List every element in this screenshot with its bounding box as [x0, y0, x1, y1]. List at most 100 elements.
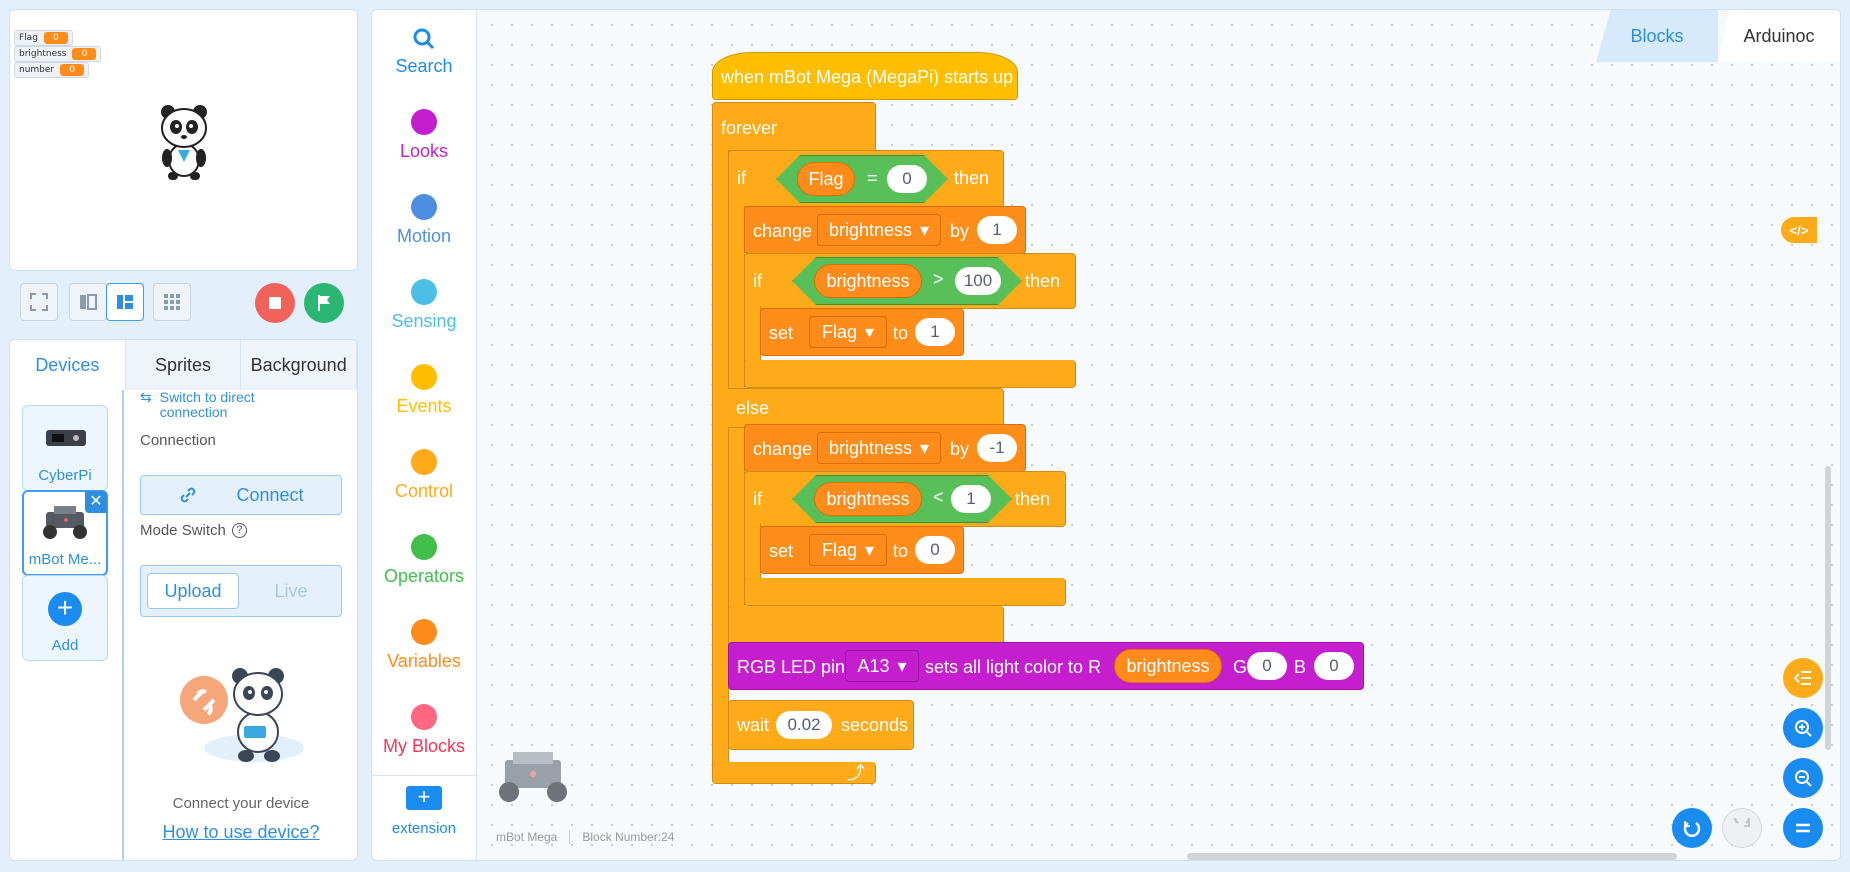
green-value-input[interactable]: 0: [1247, 652, 1287, 680]
looks-dot-icon: [411, 109, 437, 135]
zoom-in-icon: [1795, 720, 1812, 737]
category-control[interactable]: Control: [372, 449, 476, 502]
change-value-input[interactable]: 1: [977, 216, 1017, 244]
variable-dropdown[interactable]: brightness▾: [817, 214, 941, 246]
stage-toolbar: [9, 283, 358, 327]
workspace-footer: mBot Mega Block Number:24: [496, 830, 674, 844]
search-icon: [413, 28, 435, 50]
connect-hint: Connect your device: [172, 795, 310, 812]
control-dot-icon: [411, 449, 437, 475]
category-my-blocks[interactable]: My Blocks: [372, 704, 476, 757]
change-value-input-2[interactable]: -1: [977, 434, 1017, 462]
forever-block[interactable]: forever: [712, 102, 876, 154]
tab-background[interactable]: Background: [241, 340, 357, 390]
device-card-cyberpi[interactable]: CyberPi: [22, 405, 108, 491]
block-number-label: Block Number:24: [582, 830, 675, 844]
cyberpi-image: [46, 430, 86, 446]
redo-button[interactable]: [1722, 808, 1762, 848]
connect-button[interactable]: Connect: [140, 475, 342, 515]
blue-value-input[interactable]: 0: [1314, 652, 1354, 680]
category-events[interactable]: Events: [372, 364, 476, 417]
zoom-out-icon: [1795, 770, 1812, 787]
panda-sprite[interactable]: [158, 102, 210, 182]
tab-arduinoc[interactable]: Arduinoc: [1718, 10, 1840, 62]
zoom-in-button[interactable]: [1783, 708, 1823, 748]
redo-icon: [1733, 818, 1751, 827]
extension-button[interactable]: + extension: [372, 775, 476, 837]
plus-icon: +: [48, 592, 82, 626]
forever-footer: ⤴: [712, 762, 876, 784]
flag-dropdown[interactable]: Flag▾: [809, 316, 887, 348]
category-operators[interactable]: Operators: [372, 534, 476, 587]
connection-label: Connection: [140, 432, 216, 449]
undo-button[interactable]: [1672, 808, 1712, 848]
small-stage-icon[interactable]: [69, 283, 107, 321]
tab-devices[interactable]: Devices: [10, 340, 126, 390]
my-blocks-dot-icon: [411, 704, 437, 730]
equals-value-input[interactable]: 0: [887, 165, 927, 193]
collapse-panel-button[interactable]: [1783, 658, 1823, 698]
if-less-footer: [744, 578, 1066, 606]
device-panel: Devices Sprites Background CyberPi ✕ mBo…: [9, 339, 358, 861]
green-flag-button[interactable]: [304, 283, 344, 323]
pin-dropdown[interactable]: A13▾: [845, 650, 919, 682]
add-device-button[interactable]: + Add: [22, 575, 108, 661]
brightness-reporter-2[interactable]: brightness: [814, 482, 922, 516]
grid-view-icon[interactable]: [153, 283, 191, 321]
undo-icon: [1683, 821, 1701, 837]
set-value-input[interactable]: 1: [915, 318, 955, 346]
help-icon[interactable]: ?: [231, 523, 247, 538]
mbot-mega-image: [43, 506, 87, 539]
operators-dot-icon: [411, 534, 437, 560]
less-value-input[interactable]: 1: [951, 485, 991, 513]
flag-dropdown-2[interactable]: Flag▾: [809, 534, 887, 566]
sensing-dot-icon: [411, 279, 437, 305]
dropdown-arrow-icon: ▾: [920, 437, 930, 458]
dropdown-arrow-icon: ▾: [864, 539, 875, 560]
link-icon: [181, 487, 196, 503]
category-sensing[interactable]: Sensing: [372, 279, 476, 332]
tab-blocks[interactable]: Blocks: [1596, 10, 1718, 62]
live-mode-button[interactable]: Live: [274, 580, 308, 601]
zoom-out-button[interactable]: [1783, 758, 1823, 798]
category-looks[interactable]: Looks: [372, 109, 476, 162]
variable-dropdown-2[interactable]: brightness▾: [817, 432, 941, 464]
mbot-mega-preview: [499, 752, 567, 802]
close-icon[interactable]: ✕: [85, 491, 107, 513]
vertical-scrollbar[interactable]: [1825, 466, 1831, 750]
zoom-reset-button[interactable]: [1783, 808, 1823, 848]
category-motion[interactable]: Motion: [372, 194, 476, 247]
how-to-use-device-link[interactable]: How to use device?: [162, 822, 320, 842]
dropdown-arrow-icon: ▾: [897, 655, 907, 676]
horizontal-scrollbar[interactable]: [1187, 853, 1677, 860]
flag-reporter[interactable]: Flag: [797, 162, 855, 196]
stop-button[interactable]: [255, 283, 295, 323]
code-workspace[interactable]: Blocks Arduinoc when mBot Mega (MegaPi) …: [477, 9, 1841, 861]
switch-icon: ⇆: [140, 389, 152, 405]
fullscreen-icon[interactable]: [20, 283, 58, 321]
else-label-bar: else: [728, 388, 1004, 428]
normal-stage-icon[interactable]: [106, 283, 144, 321]
panel-tabs: Devices Sprites Background: [10, 340, 357, 390]
panda-illustration: [180, 668, 304, 762]
switch-direct-connection-link[interactable]: ⇆ Switch to direct connection: [140, 389, 255, 420]
brightness-reporter-r[interactable]: brightness: [1114, 649, 1222, 683]
hat-block[interactable]: when mBot Mega (MegaPi) starts up: [712, 52, 1018, 100]
set-value-input-2[interactable]: 0: [915, 536, 955, 564]
add-extension-icon: +: [406, 786, 442, 810]
code-view-toggle[interactable]: </>: [1781, 217, 1817, 243]
tab-sprites[interactable]: Sprites: [125, 340, 242, 390]
device-card-mbot-mega[interactable]: ✕ mBot Me...: [22, 490, 108, 576]
events-dot-icon: [411, 364, 437, 390]
brightness-reporter[interactable]: brightness: [814, 264, 922, 298]
wait-seconds-input[interactable]: 0.02: [776, 711, 832, 739]
if-less-arm: [744, 524, 761, 586]
variables-dot-icon: [411, 619, 437, 645]
greater-value-input[interactable]: 100: [955, 267, 1001, 295]
forever-arm: [712, 150, 729, 780]
category-search[interactable]: Search: [372, 26, 476, 77]
category-variables[interactable]: Variables: [372, 619, 476, 672]
upload-mode-button[interactable]: Upload: [147, 573, 239, 609]
